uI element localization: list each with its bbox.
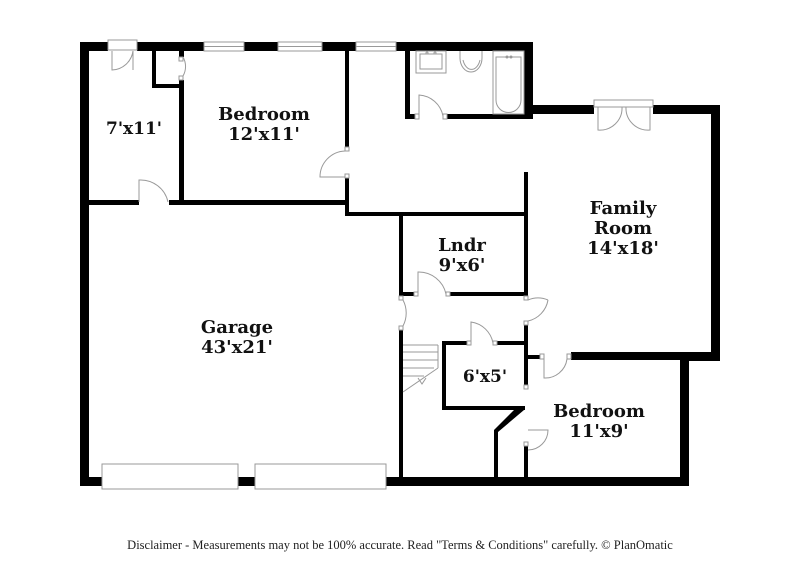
stairs	[402, 344, 439, 393]
room-dim-storage: 6'x5'	[463, 367, 507, 387]
room-label-bedroom-2: Bedroom	[553, 401, 645, 422]
room-label-laundry: Lndr	[438, 235, 486, 256]
exterior-walls	[80, 42, 720, 486]
windows	[203, 41, 397, 52]
room-label-family-2: Room	[594, 218, 652, 239]
toilet-icon	[459, 51, 483, 73]
room-dim-closet-room: 7'x11'	[106, 119, 162, 139]
bathroom-fixtures	[415, 50, 525, 115]
room-label-garage: Garage	[201, 317, 273, 338]
disclaimer-text: Disclaimer - Measurements may not be 100…	[127, 538, 673, 552]
doors	[107, 39, 654, 451]
room-dim-bedroom-2: 11'x9'	[569, 421, 628, 442]
room-label-family-1: Family	[590, 198, 657, 219]
room-dim-family: 14'x18'	[587, 238, 659, 259]
room-dim-garage: 43'x21'	[201, 337, 273, 358]
room-dim-laundry: 9'x6'	[439, 255, 486, 276]
room-labels: 7'x11' Bedroom 12'x11' Family Room 14'x1…	[106, 104, 659, 442]
room-dim-bedroom-1: 12'x11'	[228, 124, 300, 145]
interior-walls	[89, 51, 686, 480]
room-label-bedroom-1: Bedroom	[218, 104, 310, 125]
bathtub-icon	[492, 50, 525, 115]
garage-doors	[101, 463, 387, 490]
sink-icon	[415, 50, 447, 74]
